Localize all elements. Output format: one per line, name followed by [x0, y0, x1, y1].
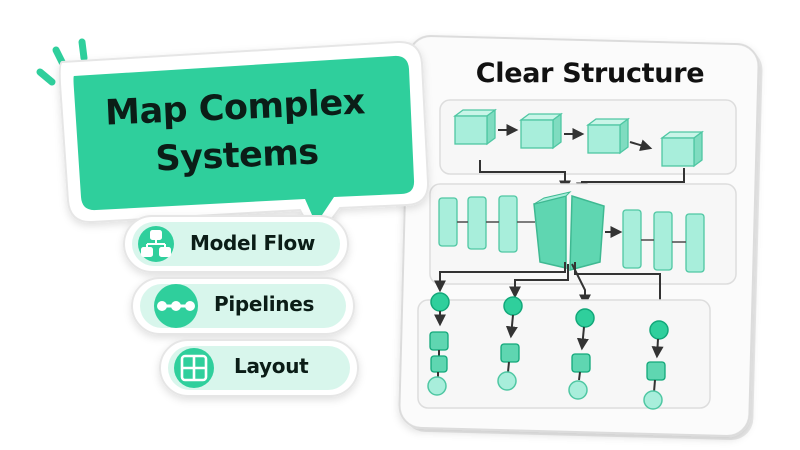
- branch-node: [500, 343, 520, 363]
- branch-connector: [509, 264, 569, 299]
- row-3-container: [417, 299, 711, 409]
- structure-panel: [398, 35, 763, 440]
- layer-bar: [653, 211, 673, 271]
- branch-connector: [574, 262, 666, 319]
- panel-title: Clear Structure: [475, 58, 705, 89]
- layer-bar: [467, 196, 487, 250]
- pill-label-model-flow: Model Flow: [190, 231, 316, 255]
- encoder-decoder-shape: [533, 191, 605, 271]
- branch-node: [430, 292, 450, 312]
- layer-bar: [685, 213, 705, 273]
- cube-block: [519, 112, 563, 150]
- headline-bubble: [36, 38, 430, 242]
- branch-node: [575, 308, 595, 328]
- branch-node: [497, 371, 517, 391]
- layer-bar: [438, 197, 458, 247]
- branch-node: [429, 331, 449, 351]
- branch-node: [649, 320, 669, 340]
- branch-node: [503, 296, 523, 316]
- cube-row: [453, 108, 704, 168]
- branch-node: [643, 390, 663, 410]
- branch-node: [427, 376, 447, 396]
- connected-dots-icon: [157, 301, 195, 311]
- cube-block: [453, 108, 497, 146]
- layer-bar: [498, 195, 518, 253]
- pill-label-layout: Layout: [234, 354, 309, 378]
- branch-column: [427, 292, 450, 396]
- hierarchy-icon: [141, 230, 171, 257]
- grid-layout-icon: [180, 354, 208, 382]
- branch-connector: [434, 262, 566, 293]
- headline: Map Complex Systems: [64, 77, 408, 188]
- pill-label-pipelines: Pipelines: [214, 292, 315, 316]
- pill-model-flow[interactable]: [123, 215, 349, 273]
- pill-pipelines[interactable]: [131, 277, 355, 335]
- layer-stack-right: [622, 209, 705, 273]
- cube-block: [586, 117, 630, 155]
- pill-layout[interactable]: [159, 339, 359, 397]
- flow-arrow: [629, 139, 653, 151]
- branch-column: [568, 308, 595, 400]
- layer-stack-left: [438, 195, 535, 253]
- cube-block: [660, 130, 704, 168]
- layer-bar: [622, 209, 642, 269]
- branch-node: [430, 355, 448, 373]
- branch-node: [568, 380, 588, 400]
- merge-connector: [479, 160, 571, 193]
- branch-column: [497, 296, 523, 391]
- branch-column: [643, 320, 669, 410]
- branch-node: [646, 361, 666, 381]
- branch-node: [571, 353, 591, 373]
